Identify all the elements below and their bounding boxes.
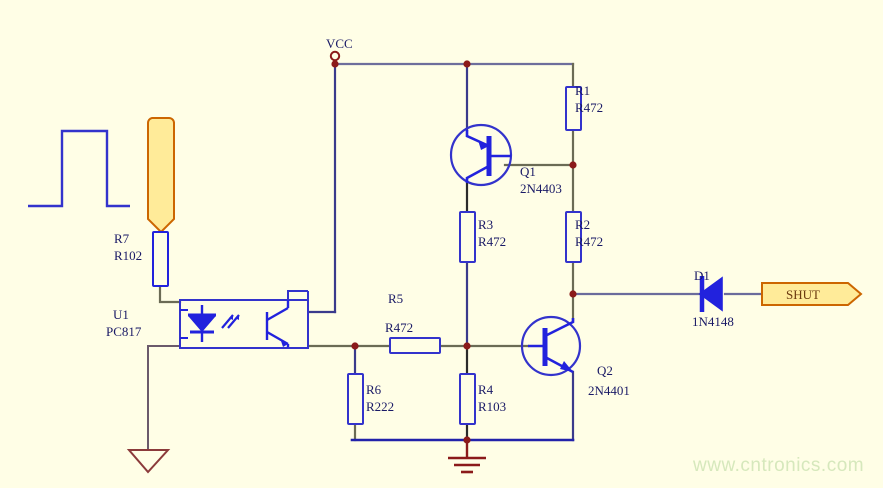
r7-ref-label: R7 bbox=[114, 231, 130, 246]
transistor-q1[interactable] bbox=[449, 123, 513, 187]
light-arrow-head-2 bbox=[235, 315, 239, 320]
resistor-r2-body[interactable] bbox=[565, 211, 582, 263]
r4-ref-label: R4 bbox=[478, 382, 494, 397]
optocoupler-u1[interactable] bbox=[179, 290, 309, 349]
r2-ref-label: R2 bbox=[575, 217, 591, 232]
node-shut bbox=[569, 290, 577, 298]
r3-ref-label: R3 bbox=[478, 217, 494, 232]
resistors bbox=[347, 86, 582, 425]
optocoupler-u1-body bbox=[179, 299, 309, 349]
input-flag-shape bbox=[147, 117, 175, 234]
d1-value-label: 1N4148 bbox=[692, 314, 734, 329]
wire-r7-to-opto-anode bbox=[158, 284, 182, 304]
ground-triangle-shape bbox=[126, 449, 171, 474]
ground-triangle bbox=[126, 449, 171, 474]
optocoupler-led bbox=[180, 305, 240, 342]
u1-value-label: PC817 bbox=[106, 324, 142, 339]
r6-value-label: R222 bbox=[366, 399, 395, 414]
r1-value-label: R472 bbox=[575, 100, 604, 115]
q2-emitter-arrow bbox=[560, 361, 573, 372]
site-watermark: www.cntronics.com bbox=[693, 455, 865, 476]
input-flag[interactable] bbox=[147, 117, 175, 234]
light-arrow-head-1 bbox=[229, 315, 233, 320]
node-vcc-q1 bbox=[463, 60, 471, 68]
node-base-divider bbox=[463, 342, 471, 350]
q2-value-label: 2N4401 bbox=[588, 383, 630, 398]
waveform-path bbox=[28, 129, 130, 208]
q1-emitter-arrow bbox=[478, 140, 489, 150]
node-q1-collector bbox=[569, 161, 577, 169]
r3-value-label: R472 bbox=[478, 234, 507, 249]
led-pins bbox=[180, 309, 188, 339]
input-pulse-waveform bbox=[28, 129, 130, 208]
diode-d1-triangle bbox=[698, 276, 723, 312]
resistor-r6-body[interactable] bbox=[347, 373, 364, 425]
r5-value-label: R472 bbox=[385, 320, 414, 335]
d1-ref-label: D1 bbox=[694, 268, 710, 283]
r5-ref-label: R5 bbox=[388, 291, 404, 306]
q2-ref-label: Q2 bbox=[597, 363, 613, 378]
r7-value-label: R102 bbox=[114, 248, 143, 263]
q1-value-label: 2N4403 bbox=[520, 181, 562, 196]
q1-ref-label: Q1 bbox=[520, 164, 536, 179]
ground-earth bbox=[448, 440, 486, 474]
transistor-q2[interactable] bbox=[520, 315, 582, 377]
resistor-r5-body[interactable] bbox=[389, 337, 441, 354]
opto-collector-pin bbox=[287, 290, 308, 300]
vcc-port-circle bbox=[329, 50, 341, 62]
wire-opto-cathode-to-gnd bbox=[147, 345, 181, 451]
q2-collector-lead bbox=[544, 318, 575, 338]
resistor-r4-body[interactable] bbox=[459, 373, 476, 425]
q1-collector-lead bbox=[465, 164, 490, 183]
r1-ref-label: R1 bbox=[575, 83, 591, 98]
junction-dots bbox=[331, 60, 577, 444]
resistor-r7-body bbox=[152, 231, 169, 287]
r2-value-label: R472 bbox=[575, 234, 604, 249]
phototransistor-collector bbox=[266, 306, 289, 322]
resistor-r7[interactable] bbox=[152, 231, 169, 287]
node-opto-out bbox=[351, 342, 359, 350]
r6-ref-label: R6 bbox=[366, 382, 382, 397]
vcc-label: VCC bbox=[326, 36, 353, 51]
r4-value-label: R103 bbox=[478, 399, 507, 414]
transistor-q2-envelope bbox=[520, 315, 582, 377]
node-vcc bbox=[331, 60, 339, 68]
u1-ref-label: U1 bbox=[113, 307, 129, 322]
shut-flag-shape bbox=[761, 282, 863, 306]
diode-d1[interactable] bbox=[698, 276, 723, 312]
resistor-r1-body[interactable] bbox=[565, 86, 582, 131]
vcc-port[interactable] bbox=[329, 50, 341, 62]
phototransistor-arrow bbox=[281, 341, 288, 347]
phototransistor-emitter bbox=[266, 330, 289, 346]
shut-flag-label: SHUT bbox=[786, 287, 820, 302]
shut-flag[interactable] bbox=[761, 282, 863, 306]
wires bbox=[147, 62, 764, 451]
resistor-r3-body[interactable] bbox=[459, 211, 476, 263]
